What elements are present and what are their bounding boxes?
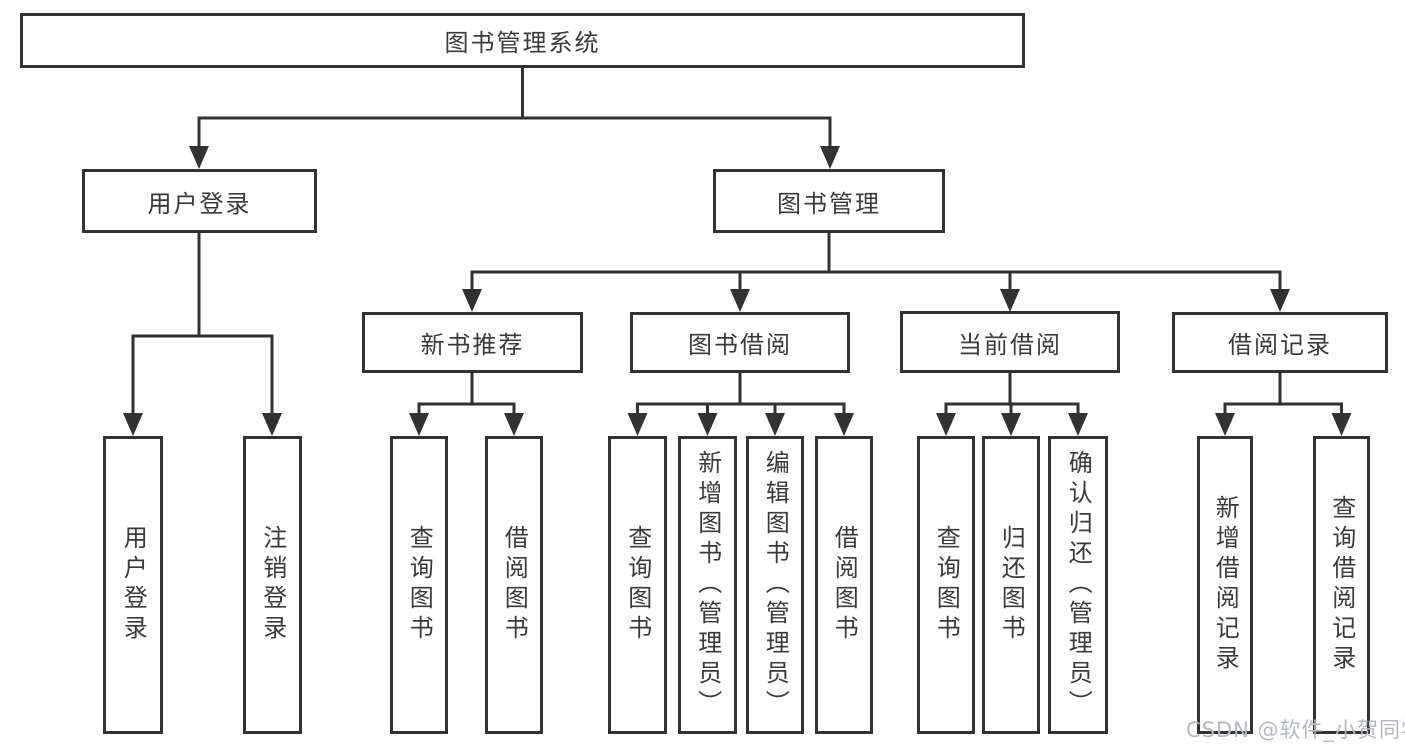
node-label: 图书借阅	[688, 331, 792, 359]
node-label: 图书管理	[777, 189, 881, 218]
node-borrowing-records: 借阅记录	[1172, 312, 1388, 373]
leaf-user-login: 用户登录	[103, 436, 163, 734]
node-label: 当前借阅	[958, 330, 1062, 359]
node-label: 用户登录	[119, 525, 148, 645]
leaf-add-books-admin: 新增图书（管理员）	[678, 436, 737, 734]
node-label: 查询图书	[405, 525, 434, 645]
leaf-query-books-current: 查询图书	[917, 436, 975, 734]
leaf-logout: 注销登录	[243, 436, 302, 734]
leaf-query-books-recommend: 查询图书	[390, 436, 448, 734]
node-label: 新书推荐	[420, 331, 525, 359]
node-new-book-recommendation: 新书推荐	[362, 312, 583, 373]
node-label: 查询借阅记录	[1327, 495, 1356, 675]
node-label: 借阅记录	[1228, 331, 1332, 359]
leaf-borrow-books: 借阅图书	[815, 436, 873, 734]
leaf-return-books: 归还图书	[982, 436, 1040, 734]
leaf-add-borrow-record: 新增借阅记录	[1197, 436, 1253, 734]
leaf-edit-books-admin: 编辑图书（管理员）	[746, 436, 804, 734]
leaf-query-books-borrow: 查询图书	[608, 436, 667, 734]
node-book-management: 图书管理	[713, 169, 945, 233]
node-label: 编辑图书（管理员）	[761, 450, 790, 720]
node-label: 查询图书	[932, 525, 961, 645]
node-current-borrowing: 当前借阅	[900, 311, 1120, 373]
csdn-watermark: CSDN @软件_小贺同学	[1186, 718, 1405, 742]
node-label: 借阅图书	[500, 525, 529, 645]
node-label: 借阅图书	[830, 525, 859, 645]
node-label: 确认归还（管理员）	[1064, 450, 1093, 720]
node-label: 查询图书	[623, 525, 652, 645]
node-label: 图书管理系统	[444, 29, 601, 57]
node-label: 新增图书（管理员）	[693, 450, 722, 720]
leaf-query-borrow-record: 查询借阅记录	[1313, 436, 1370, 734]
node-label: 归还图书	[997, 525, 1026, 645]
node-label: 注销登录	[258, 525, 287, 645]
node-user-login: 用户登录	[82, 169, 317, 233]
node-library-management-system: 图书管理系统	[20, 13, 1025, 68]
leaf-confirm-return-admin: 确认归还（管理员）	[1048, 436, 1108, 734]
node-book-borrowing: 图书借阅	[630, 312, 850, 373]
leaf-borrow-books-recommend: 借阅图书	[485, 436, 543, 734]
node-label: 新增借阅记录	[1211, 495, 1240, 675]
node-label: 用户登录	[147, 189, 252, 218]
